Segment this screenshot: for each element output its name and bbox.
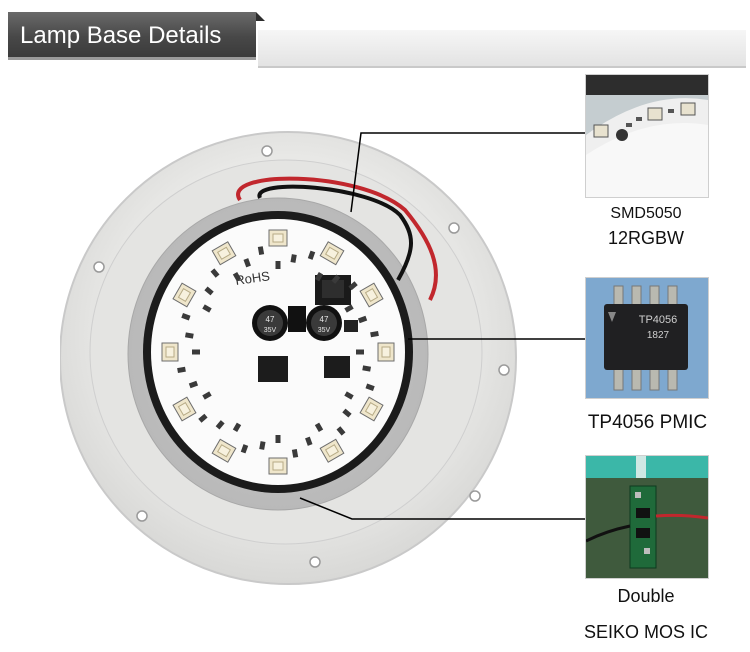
rgbw-led xyxy=(161,342,179,362)
lamp-base-photo: 47 35V 47 35V RoHS xyxy=(60,131,517,585)
svg-text:35V: 35V xyxy=(264,327,277,334)
ic-left xyxy=(258,356,288,382)
rgbw-led xyxy=(211,438,237,463)
label-smd5050: SMD5050 xyxy=(610,205,682,222)
mosfet xyxy=(288,306,306,332)
inset-led-closeup xyxy=(585,74,709,198)
label-12rgbw: 12RGBW xyxy=(607,228,685,248)
svg-text:47: 47 xyxy=(266,315,275,324)
rgbw-led xyxy=(268,457,288,475)
svg-text:47: 47 xyxy=(320,315,329,324)
rgbw-led xyxy=(377,342,395,362)
label-tp4056-pmic: TP4056 PMIC xyxy=(587,412,708,433)
rgbw-led xyxy=(359,282,384,308)
label-seiko-mos-ic: SEIKO MOS IC xyxy=(583,622,709,642)
rgbw-led xyxy=(268,229,288,247)
svg-text:RoHS: RoHS xyxy=(234,268,271,288)
rgbw-led xyxy=(211,241,237,266)
smd-components xyxy=(177,246,379,458)
rgbw-led xyxy=(172,396,197,422)
header-title: Lamp Base Details xyxy=(8,12,265,60)
section-header: Lamp Base Details xyxy=(8,12,746,68)
pcb-board xyxy=(151,219,405,485)
inset-tp4056-chip: TP4056 1827 xyxy=(585,277,709,399)
rgbw-led xyxy=(319,241,345,266)
svg-text:TP4056: TP4056 xyxy=(639,314,678,326)
led-ring xyxy=(161,229,395,475)
rgbw-led xyxy=(319,438,345,463)
ic-right xyxy=(324,356,350,378)
rgbw-led xyxy=(359,396,384,422)
header-rule xyxy=(258,30,746,68)
rgbw-led xyxy=(172,282,197,308)
svg-text:35V: 35V xyxy=(318,327,331,334)
inset-mos-board xyxy=(585,455,709,579)
label-double: Double xyxy=(617,586,675,606)
svg-text:1827: 1827 xyxy=(647,330,670,341)
